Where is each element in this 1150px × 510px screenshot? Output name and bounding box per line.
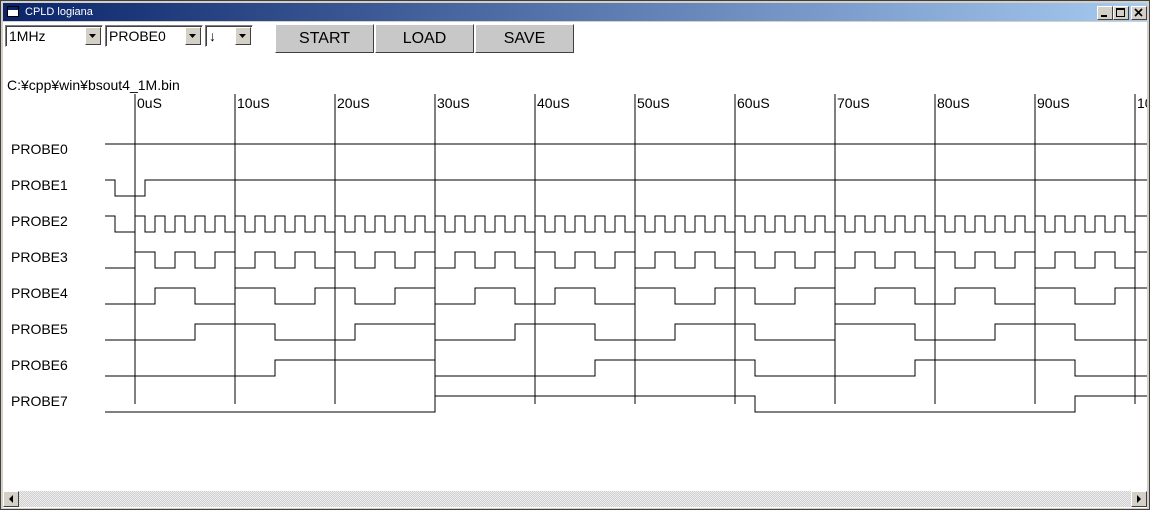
time-tick-label: 30uS (437, 95, 470, 111)
frequency-select[interactable]: 1MHz (5, 25, 103, 47)
window-title: CPLD logiana (25, 6, 93, 18)
probe-label: PROBE1 (11, 177, 68, 193)
time-tick-label: 10 (1137, 95, 1147, 111)
chevron-down-icon (239, 34, 246, 38)
probe-label: PROBE3 (11, 249, 68, 265)
client-area: 0uS 10uS 20uS 30uS 40uS 50uS 60uS 70uS 80uS 90uS 1… (3, 22, 1147, 508)
horizontal-scrollbar[interactable] (3, 491, 1147, 507)
probe-label: PROBE5 (11, 321, 68, 337)
close-icon (1134, 8, 1143, 17)
probe-label: PROBE0 (11, 141, 68, 157)
maximize-icon (1116, 8, 1125, 17)
start-button[interactable]: START (275, 24, 374, 53)
time-tick-label: 10uS (237, 95, 270, 111)
arrow-right-icon (1137, 495, 1141, 503)
probe-trace (105, 215, 1147, 233)
file-path-label: C:¥cpp¥win¥bsout4_1M.bin (7, 77, 180, 93)
time-tick-label: 80uS (937, 95, 970, 111)
trigger-probe-value: PROBE0 (109, 28, 166, 44)
probe-trace (105, 359, 1147, 377)
waveform-canvas: 0uS 10uS 20uS 30uS 40uS 50uS 60uS 70uS 80uS 90uS 1… (11, 94, 1147, 413)
frequency-value: 1MHz (9, 28, 46, 44)
probe-label: PROBE6 (11, 357, 68, 373)
minimize-icon (1101, 15, 1107, 17)
chevron-down-icon (89, 34, 96, 38)
time-tick-label: 90uS (1037, 95, 1070, 111)
time-tick-label: 20uS (337, 95, 370, 111)
probe-label: PROBE7 (11, 393, 68, 409)
minimize-button[interactable] (1097, 6, 1113, 20)
trigger-edge-select[interactable]: ↓ (205, 25, 253, 47)
time-tick-label: 50uS (637, 95, 670, 111)
save-button[interactable]: SAVE (475, 24, 574, 53)
time-tick-label: 70uS (837, 95, 870, 111)
probe-label: PROBE2 (11, 213, 68, 229)
trigger-edge-dropdown-button[interactable] (235, 27, 251, 45)
probe-trace (105, 179, 1147, 197)
chevron-down-icon (189, 34, 196, 38)
trigger-probe-select[interactable]: PROBE0 (105, 25, 203, 47)
time-tick-label: 60uS (737, 95, 770, 111)
probe-trace (105, 251, 1147, 269)
probe-trace (105, 287, 1147, 305)
window-icon[interactable] (7, 6, 19, 17)
load-button[interactable]: LOAD (375, 24, 474, 53)
scroll-right-button[interactable] (1131, 491, 1147, 507)
trigger-probe-dropdown-button[interactable] (185, 27, 201, 45)
close-button[interactable] (1131, 6, 1147, 20)
arrow-left-icon (9, 495, 13, 503)
scroll-left-button[interactable] (3, 491, 19, 507)
probe-trace (105, 323, 1147, 341)
maximize-button[interactable] (1113, 6, 1129, 20)
time-tick-label: 0uS (137, 95, 162, 111)
scroll-track[interactable] (19, 491, 1131, 507)
probe-label: PROBE4 (11, 285, 68, 301)
trigger-edge-value: ↓ (209, 28, 216, 44)
frequency-dropdown-button[interactable] (85, 27, 101, 45)
time-tick-label: 40uS (537, 95, 570, 111)
title-bar[interactable]: CPLD logiana (3, 3, 1147, 21)
probe-trace (105, 395, 1147, 413)
